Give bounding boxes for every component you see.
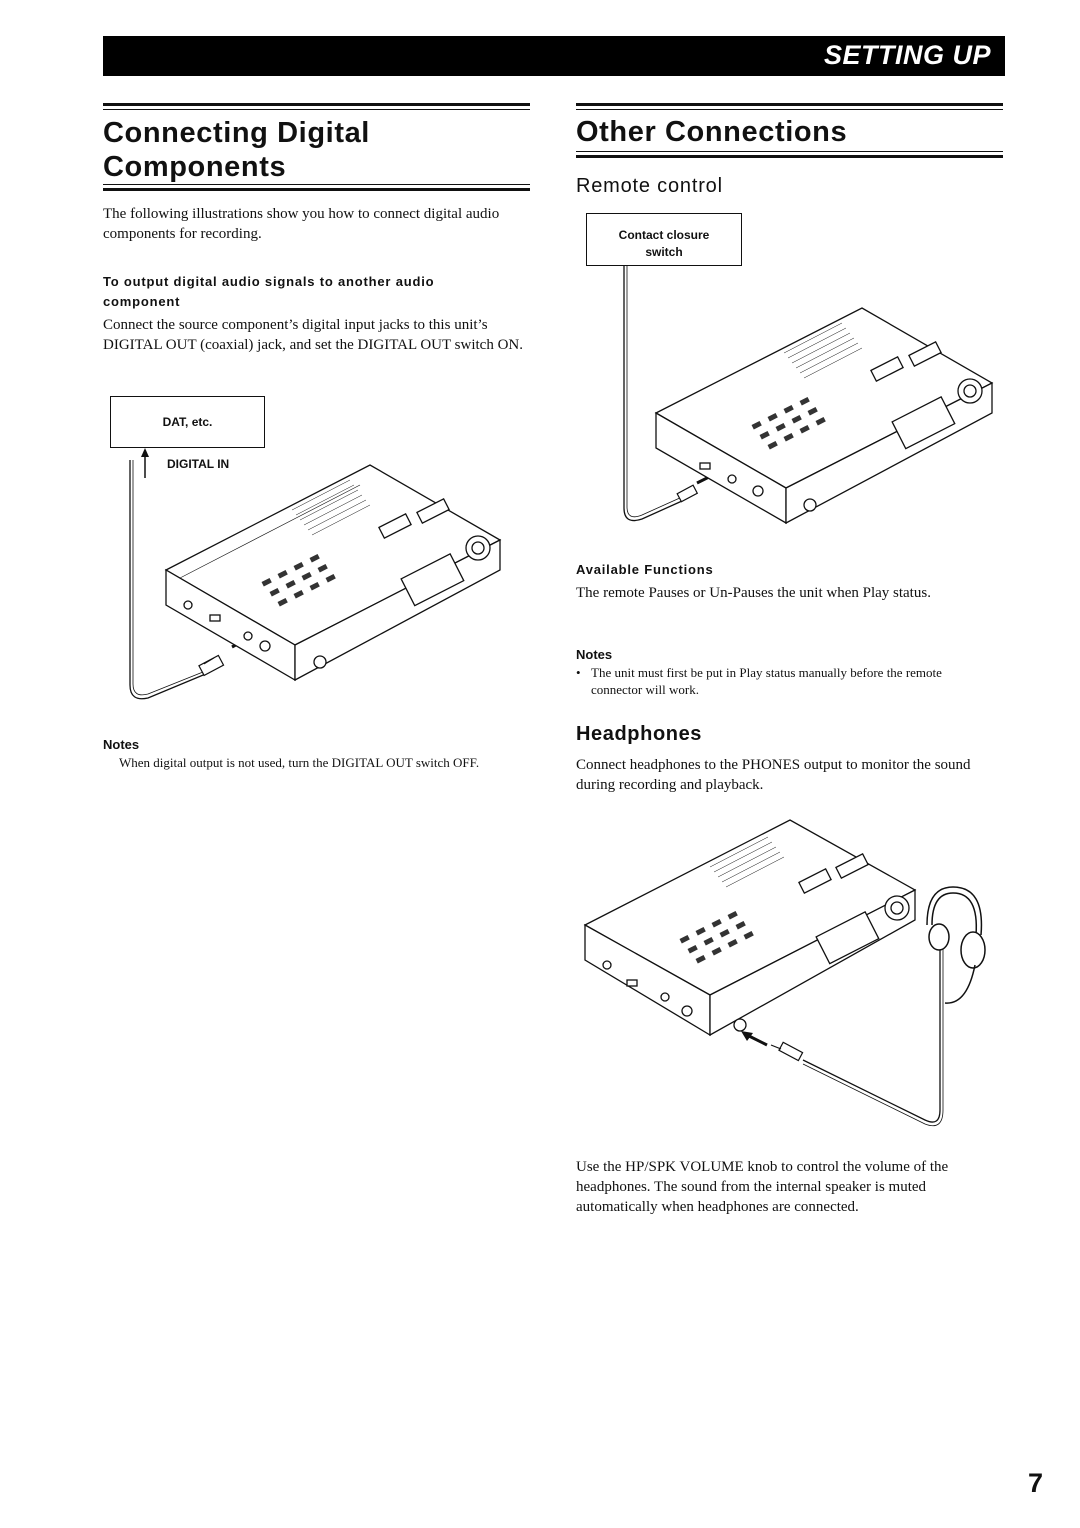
coaxial-cable	[129, 460, 209, 700]
page-title-line2: Components	[103, 151, 287, 183]
phones-plug	[770, 1041, 804, 1062]
recorder-unit	[164, 464, 502, 682]
dat-device-box: DAT, etc.	[110, 396, 265, 448]
section-title: SETTING UP	[823, 40, 991, 70]
remote-note-bullet: •	[576, 665, 581, 680]
page-title-left: Connecting Digital Components	[103, 116, 370, 184]
right-title-rule-top-thin	[576, 109, 1003, 110]
remote-cable	[623, 265, 683, 522]
left-note-text: When digital output is not used, turn th…	[119, 755, 480, 770]
right-title-rule-bottom	[576, 155, 1003, 158]
title-rule-top-thin	[103, 109, 530, 110]
headphones-paragraph: Connect headphones to the PHONES output …	[576, 757, 971, 793]
instructions-paragraph: Connect the source component’s digital i…	[103, 317, 523, 353]
subheading-line1: To output digital audio signals to anoth…	[103, 274, 435, 289]
title-rule-top	[103, 103, 530, 106]
headphones-heading: Headphones	[576, 723, 703, 745]
subheading-line2: component	[103, 294, 181, 309]
remote-notes-heading: Notes	[576, 647, 613, 662]
page-number: 7	[1028, 1468, 1044, 1498]
recorder-unit-remote	[654, 307, 994, 525]
digital-in-label: DIGITAL IN	[167, 457, 230, 471]
headphones-connection-diagram	[583, 819, 986, 1127]
dat-device-label: DAT, etc.	[162, 415, 213, 429]
intro-paragraph: The following illustrations show you how…	[103, 206, 500, 242]
remote-note-text: The unit must first be put in Play statu…	[591, 665, 942, 697]
contact-closure-switch-box: Contact closure switch	[586, 213, 742, 266]
available-functions-heading: Available Functions	[576, 562, 714, 577]
page-title-line1: Connecting Digital	[103, 117, 370, 149]
headphones-icon	[926, 886, 986, 1004]
phones-jack-pointer-arrow	[746, 1033, 768, 1047]
recorder-unit-headphones	[583, 819, 917, 1037]
right-title-rule-bottom-thin	[576, 151, 1003, 152]
switch-box-line1: Contact closure	[618, 228, 710, 242]
title-rule-bottom	[103, 188, 530, 191]
headphone-cable	[802, 935, 941, 1123]
volume-paragraph: Use the HP/SPK VOLUME knob to control th…	[576, 1159, 949, 1215]
remote-plug	[676, 484, 699, 503]
subheading-digital-out: To output digital audio signals to anoth…	[103, 272, 533, 312]
available-functions-text: The remote Pauses or Un-Pauses the unit …	[576, 585, 931, 601]
remote-connection-diagram	[623, 265, 994, 525]
digital-connection-diagram	[129, 448, 502, 700]
title-rule-bottom-thin	[103, 184, 530, 185]
right-title-rule-top	[576, 103, 1003, 106]
page-title-right: Other Connections	[576, 116, 848, 148]
coaxial-plug	[198, 654, 225, 677]
section-banner: SETTING UP	[103, 36, 1005, 76]
left-notes-heading: Notes	[103, 737, 140, 752]
switch-box-line2: switch	[645, 245, 683, 259]
remote-control-heading: Remote control	[576, 175, 723, 197]
